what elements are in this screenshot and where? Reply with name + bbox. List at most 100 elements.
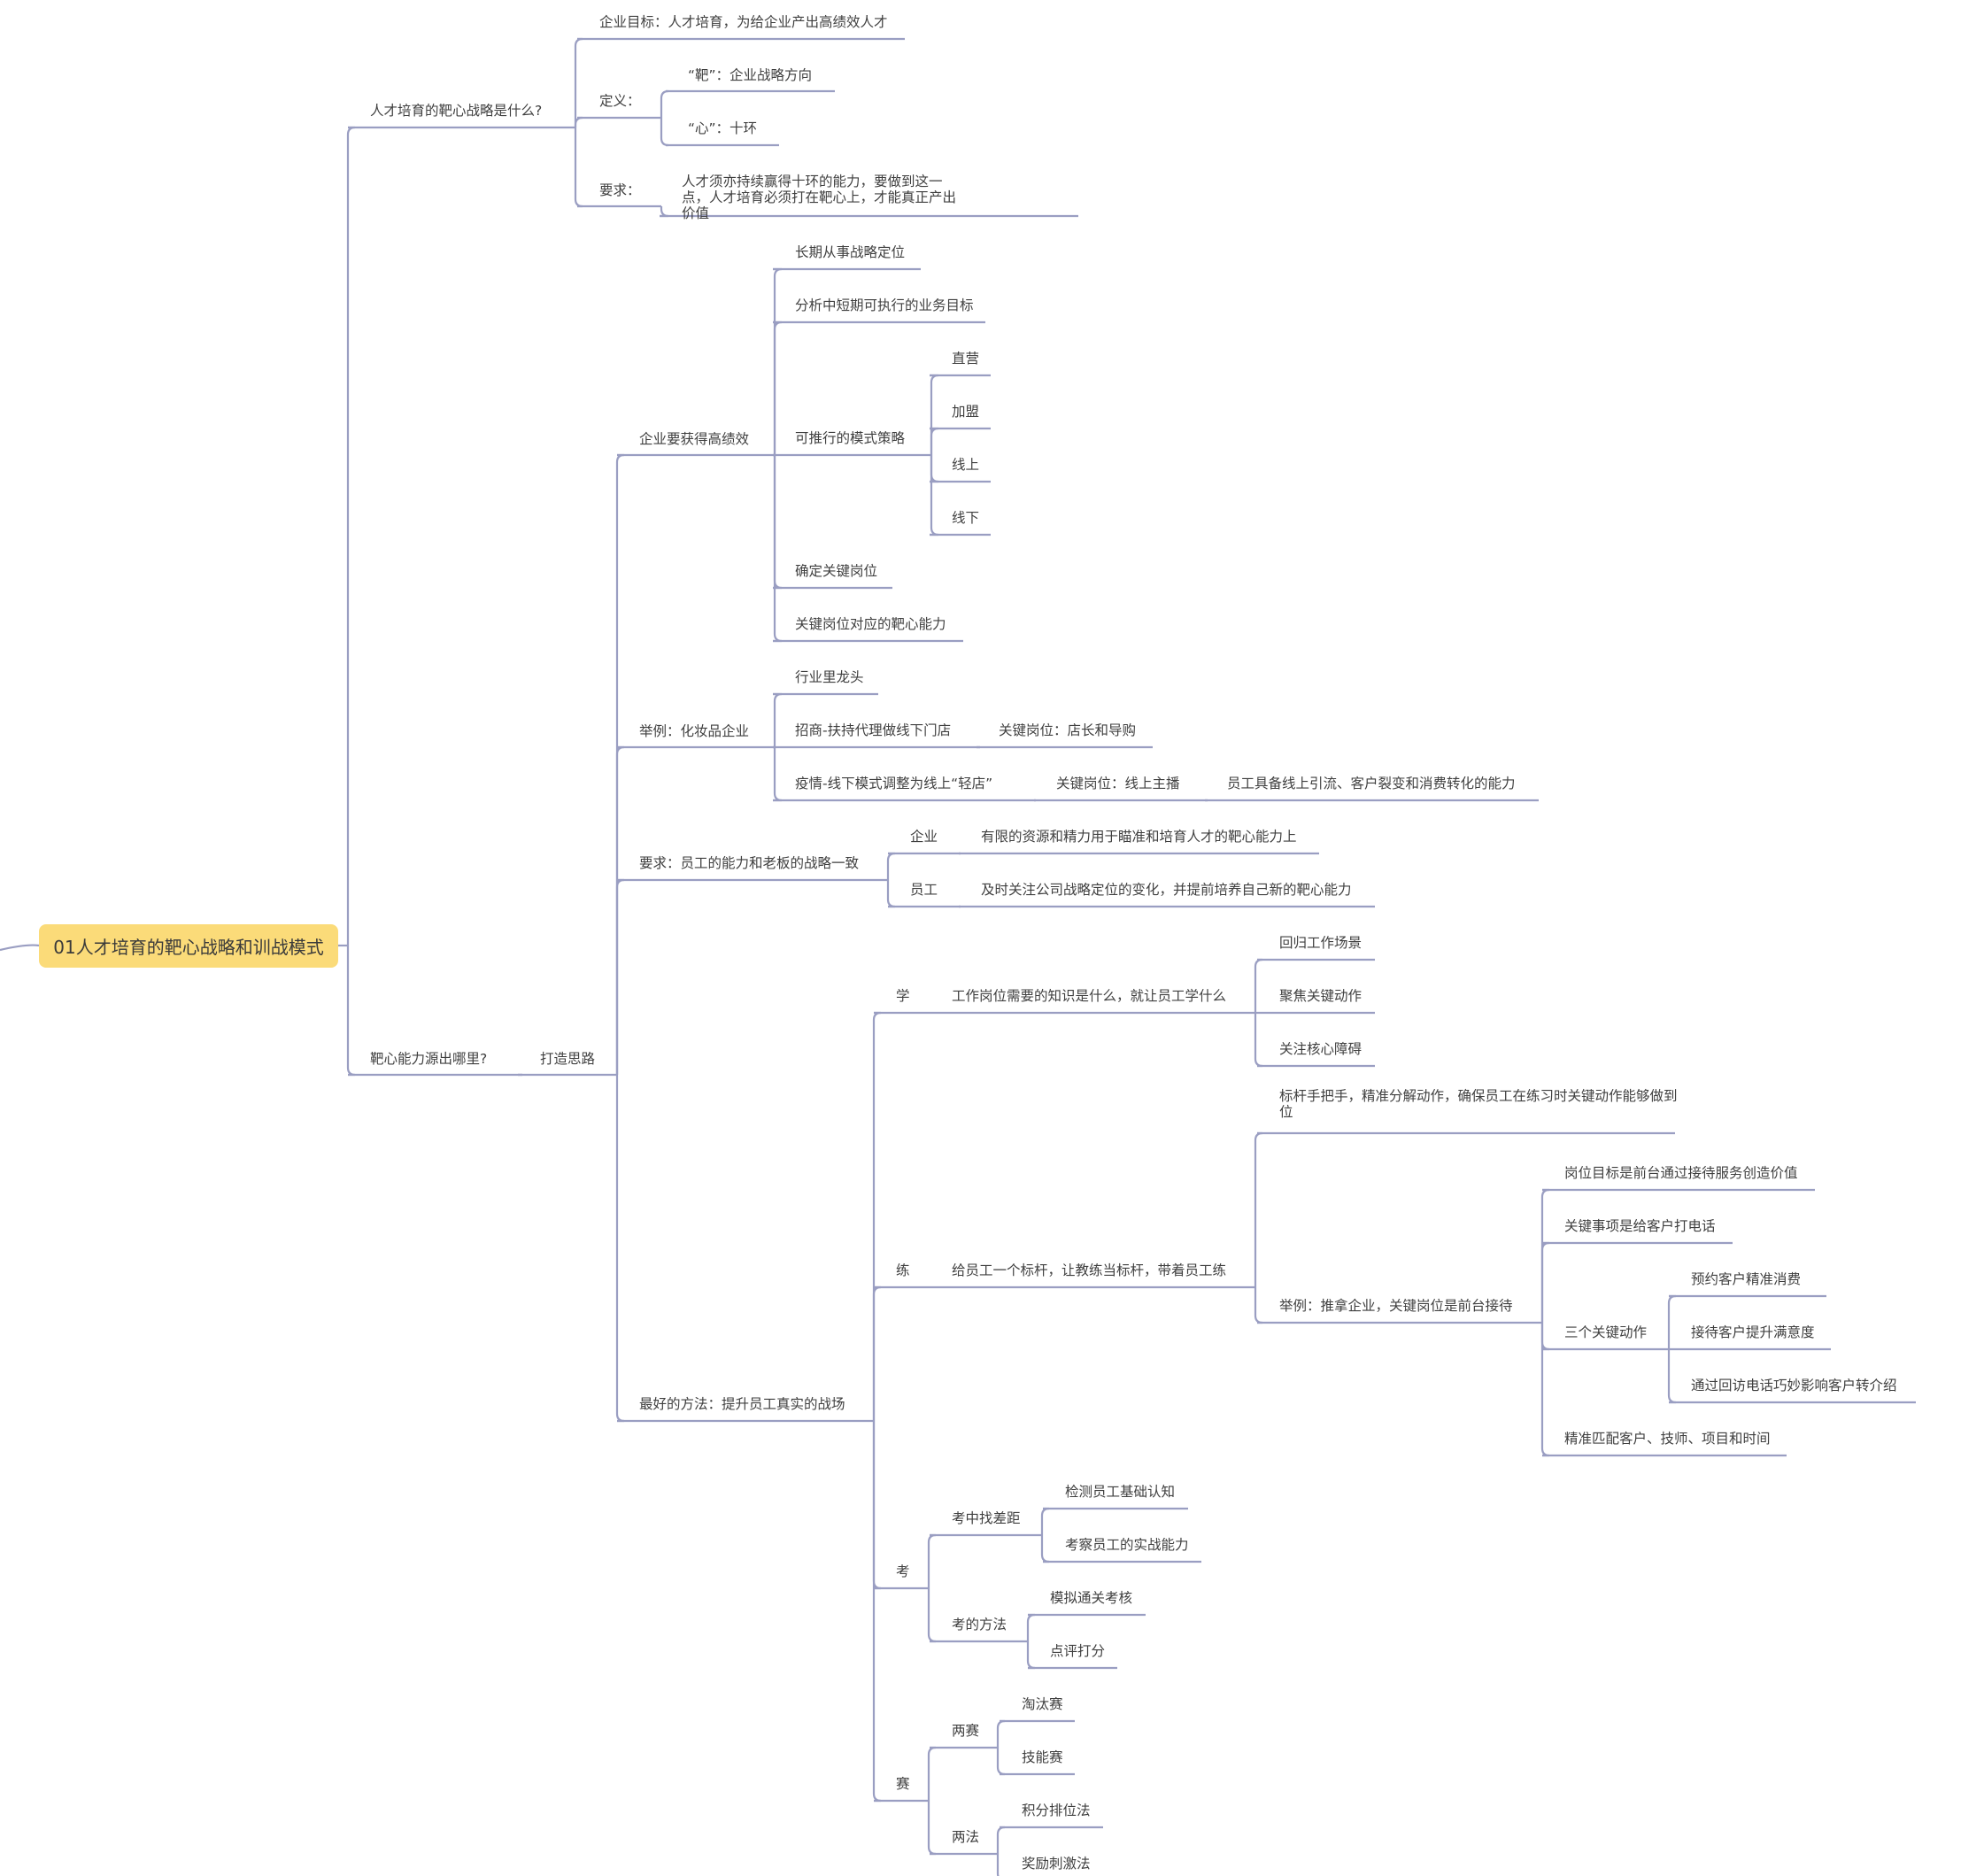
- exam-to-ex2-connector: [927, 1588, 937, 1643]
- node-massage-example[interactable]: 举例：推拿企业，关键岗位是前台接待: [1279, 1298, 1513, 1314]
- node-simulation-exam[interactable]: 模拟通关考核: [1050, 1590, 1133, 1606]
- perf-to-p2-connector: [773, 320, 783, 455]
- node-booking-consumption[interactable]: 预约客户精准消费: [1691, 1271, 1802, 1287]
- node-referral-calls[interactable]: 通过回访电话巧妙影响客户转介绍: [1691, 1378, 1897, 1393]
- req-to-req_text-connector: [660, 206, 669, 218]
- p3-to-m1-connector: [930, 374, 939, 455]
- node-employee-awareness[interactable]: 及时关注公司战略定位的变化，并提前培养自己新的靶心能力: [981, 882, 1352, 898]
- ex2-to-ex2b-connector: [1026, 1641, 1036, 1670]
- root-to-q2-connector: [346, 946, 356, 1077]
- node-long-term-positioning[interactable]: 长期从事战略定位: [795, 244, 906, 260]
- node-cosmetics-example[interactable]: 举例：化妆品企业: [639, 723, 750, 739]
- node-requirement-text[interactable]: 人才须亦持续赢得十环的能力，要做到这一点，人才培育必须打在靶心上，才能真正产出价…: [682, 174, 957, 221]
- node-precise-matching[interactable]: 精准匹配客户、技师、项目和时间: [1564, 1431, 1771, 1447]
- node-contest[interactable]: 赛: [896, 1776, 910, 1792]
- node-requirement[interactable]: 要求：: [599, 182, 641, 198]
- ex2-to-ex2a-connector: [1026, 1613, 1036, 1641]
- node-exam-gap[interactable]: 考中找差距: [952, 1510, 1021, 1526]
- node-definition[interactable]: 定义：: [599, 93, 641, 109]
- node-employee[interactable]: 员工: [910, 882, 938, 898]
- learn_a-to-l3-connector: [1254, 1013, 1263, 1068]
- practice_a-to-pr2-connector: [1254, 1287, 1263, 1324]
- think-to-perf-connector: [615, 453, 625, 1075]
- node-high-performance[interactable]: 企业要获得高绩效: [639, 431, 750, 447]
- node-points-ranking[interactable]: 积分排位法: [1022, 1803, 1091, 1818]
- root-incoming-connector: [0, 944, 40, 952]
- node-build-approach[interactable]: 打造思路: [540, 1051, 596, 1067]
- node-key-positions[interactable]: 确定关键岗位: [795, 563, 878, 579]
- node-call-customers[interactable]: 关键事项是给客户打电话: [1564, 1218, 1716, 1234]
- node-business-goals[interactable]: 分析中短期可执行的业务目标: [795, 297, 974, 313]
- node-mode-strategy[interactable]: 可推行的模式策略: [795, 430, 906, 446]
- node-key-actions[interactable]: 聚焦关键动作: [1279, 988, 1363, 1004]
- node-elimination-contest[interactable]: 淘汰赛: [1022, 1696, 1063, 1712]
- node-exam[interactable]: 考: [896, 1563, 910, 1579]
- root-to-q1-connector: [346, 126, 356, 946]
- q1-to-req-connector: [574, 127, 583, 208]
- node-skill-contest[interactable]: 技能赛: [1022, 1749, 1063, 1765]
- node-review-scoring[interactable]: 点评打分: [1050, 1643, 1106, 1659]
- c1-to-c1b-connector: [996, 1748, 1006, 1776]
- node-benchmark-demo[interactable]: 标杆手把手，精准分解动作，确保员工在练习时关键动作能够做到位: [1279, 1088, 1678, 1120]
- ex-to-e3-connector: [773, 747, 783, 802]
- node-enterprise[interactable]: 企业: [910, 829, 938, 845]
- node-two-contests[interactable]: 两赛: [952, 1723, 980, 1739]
- best-to-contest-connector: [872, 1421, 882, 1803]
- pr2-to-pr2a-connector: [1540, 1188, 1550, 1323]
- node-mode-online[interactable]: 线上: [952, 457, 980, 473]
- root-topic[interactable]: 01人才培育的靶心战略和训战模式: [39, 924, 338, 968]
- node-learn[interactable]: 学: [896, 988, 910, 1004]
- node-front-desk-goal[interactable]: 岗位目标是前台通过接待服务创造价值: [1564, 1165, 1798, 1181]
- node-online-light-store[interactable]: 疫情-线下模式调整为线上“轻店”: [795, 776, 993, 791]
- node-core-obstacles[interactable]: 关注核心障碍: [1279, 1041, 1363, 1057]
- node-def-xin[interactable]: “心”：十环: [688, 120, 758, 136]
- ex-to-e1-connector: [773, 692, 783, 747]
- node-practice-detail[interactable]: 给员工一个标杆，让教练当标杆，带着员工练: [952, 1262, 1227, 1278]
- node-mode-franchise[interactable]: 加盟: [952, 404, 980, 420]
- node-enterprise-resources[interactable]: 有限的资源和精力用于瞄准和培育人才的靶心能力上: [981, 829, 1297, 845]
- node-industry-leader[interactable]: 行业里龙头: [795, 669, 864, 685]
- node-key-position-abilities[interactable]: 关键岗位对应的靶心能力: [795, 616, 946, 632]
- practice_a-to-pr1-connector: [1254, 1131, 1263, 1287]
- node-ability-strategy-alignment[interactable]: 要求：员工的能力和老板的战略一致: [639, 855, 860, 871]
- think-to-align-connector: [615, 878, 625, 1075]
- pr2-to-pr2b-connector: [1540, 1241, 1550, 1323]
- p3-to-m2-connector: [930, 427, 939, 455]
- pr2-to-pr2d-connector: [1540, 1323, 1550, 1457]
- node-two-methods[interactable]: 两法: [952, 1829, 980, 1845]
- node-offline-stores[interactable]: 招商-扶持代理做线下门店: [795, 722, 952, 738]
- best-to-learn-connector: [872, 1011, 882, 1421]
- node-satisfaction[interactable]: 接待客户提升满意度: [1691, 1324, 1815, 1340]
- node-learn-detail[interactable]: 工作岗位需要的知识是什么，就让员工学什么: [952, 988, 1227, 1004]
- node-practice[interactable]: 练: [896, 1262, 910, 1278]
- node-incentive-method[interactable]: 奖励刺激法: [1022, 1856, 1091, 1872]
- node-mode-offline[interactable]: 线下: [952, 510, 980, 526]
- p3-to-m4-connector: [930, 455, 939, 537]
- align-to-a2-connector: [886, 880, 896, 908]
- node-best-method[interactable]: 最好的方法：提升员工真实的战场: [639, 1396, 845, 1412]
- ex1-to-ex1b-connector: [1040, 1535, 1050, 1563]
- topic-talent-strategy-question[interactable]: 人才培育的靶心战略是什么?: [370, 103, 543, 119]
- perf-to-p1-connector: [773, 267, 783, 455]
- node-practical-ability[interactable]: 考察员工的实战能力: [1065, 1537, 1189, 1553]
- node-exam-methods[interactable]: 考的方法: [952, 1617, 1007, 1633]
- learn_a-to-l1-connector: [1254, 958, 1263, 1013]
- node-store-manager-roles[interactable]: 关键岗位：店长和导购: [999, 722, 1137, 738]
- topic-core-ability-source[interactable]: 靶心能力源出哪里?: [370, 1051, 488, 1067]
- node-three-key-actions[interactable]: 三个关键动作: [1564, 1324, 1648, 1340]
- best-to-practice-connector: [872, 1285, 882, 1421]
- node-def-ba[interactable]: “靶”：企业战略方向: [688, 67, 813, 83]
- pr2c-to-k3-connector: [1667, 1349, 1677, 1404]
- node-basic-cognition[interactable]: 检测员工基础认知: [1065, 1484, 1176, 1500]
- node-work-scenario[interactable]: 回归工作场景: [1279, 935, 1363, 951]
- contest-to-c1-connector: [927, 1746, 937, 1801]
- c1-to-c1a-connector: [996, 1719, 1006, 1748]
- contest-to-c2-connector: [927, 1801, 937, 1856]
- node-enterprise-goal[interactable]: 企业目标：人才培育，为给企业产出高绩效人才: [599, 14, 888, 30]
- pr2c-to-k1-connector: [1667, 1294, 1677, 1349]
- node-mode-direct[interactable]: 直营: [952, 351, 980, 367]
- think-to-ex-connector: [615, 745, 625, 1075]
- node-online-abilities[interactable]: 员工具备线上引流、客户裂变和消费转化的能力: [1227, 776, 1516, 791]
- node-online-anchor-role[interactable]: 关键岗位：线上主播: [1056, 776, 1180, 791]
